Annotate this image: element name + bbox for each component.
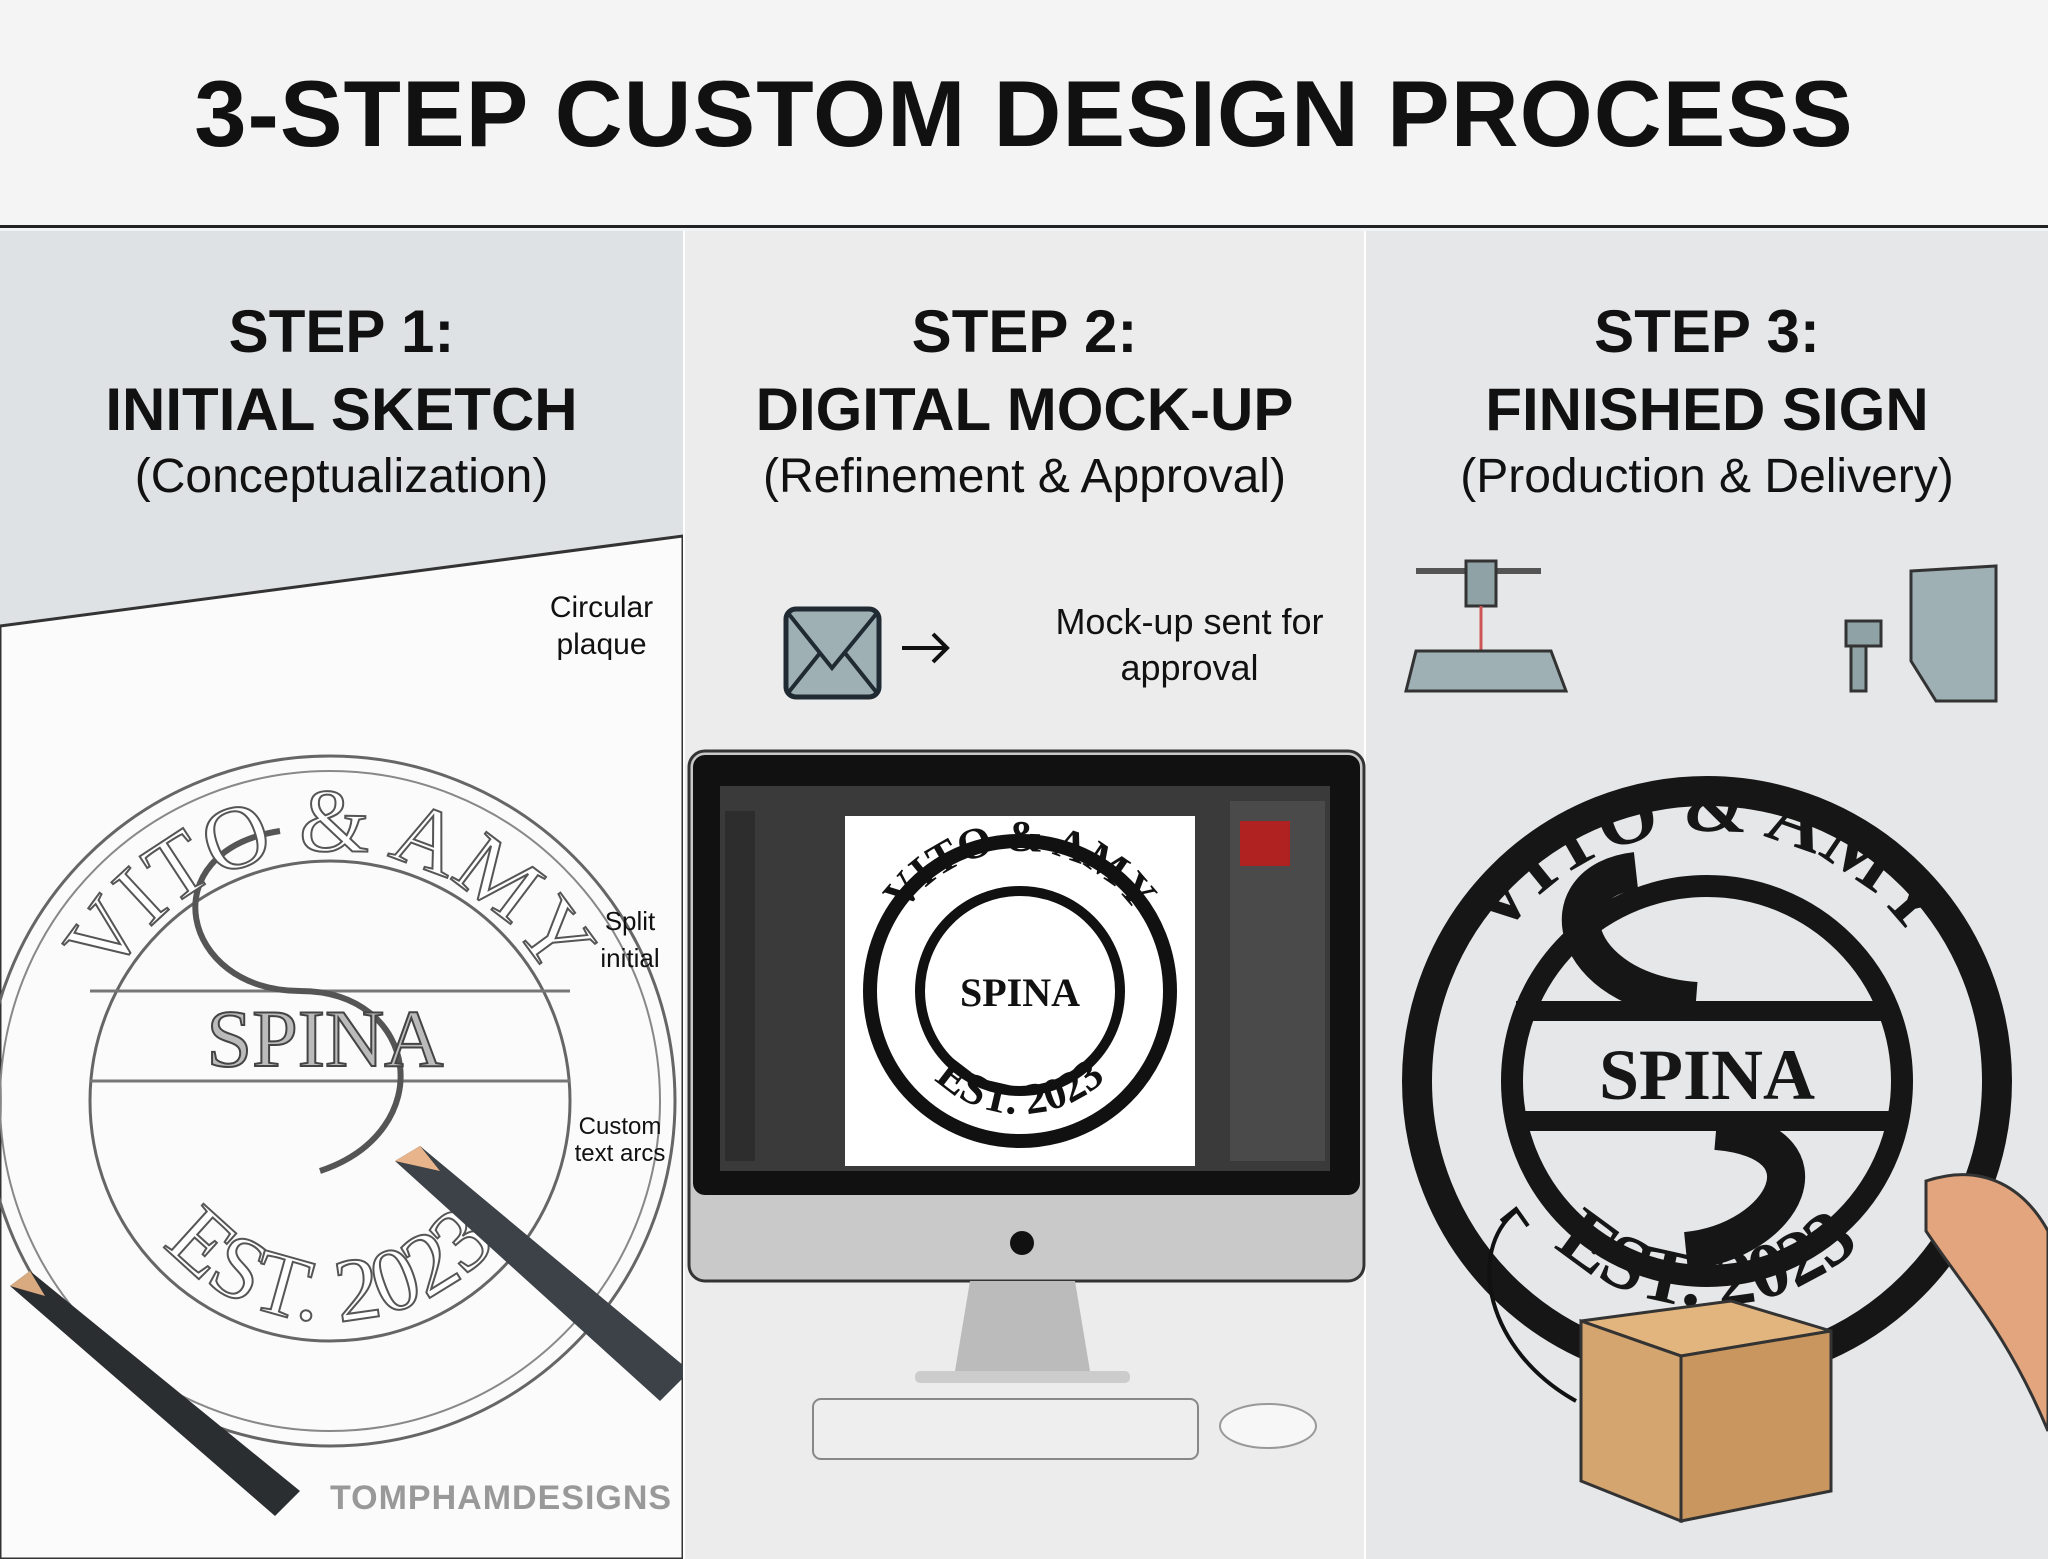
sign-top-text: VITO & AMY <box>1447 760 1967 949</box>
step-2-panel: STEP 2: DIGITAL MOCK-UP (Refinement & App… <box>683 231 1366 1559</box>
shipping-box-icon <box>1579 1299 1833 1524</box>
sign-center-text: SPINA <box>1599 1035 1815 1115</box>
step-1-panel: STEP 1: INITIAL SKETCH (Conceptualization… <box>0 231 683 1559</box>
finished-sign-illustration: VITO & AMY SPINA EST. 2023 <box>1402 559 2048 1524</box>
pencil-icon <box>10 1271 300 1516</box>
inner-ring <box>88 859 572 1343</box>
step-label: STEP 3: <box>1594 298 1820 365</box>
monitor-illustration: VITO & AMY SPINA EST. 2023 <box>687 606 1366 1460</box>
step-3-heading: STEP 3: FINISHED SIGN <box>1366 293 2048 449</box>
step-name: FINISHED SIGN <box>1485 376 1929 443</box>
sketch-center-text: SPINA <box>207 993 444 1084</box>
monitor-stand <box>955 1281 1090 1371</box>
laser-cutter-icon <box>1404 559 1569 693</box>
toolbar <box>725 811 755 1161</box>
step-1-heading: STEP 1: INITIAL SKETCH <box>0 293 683 449</box>
header: 3-STEP CUSTOM DESIGN PROCESS <box>0 0 2048 228</box>
apple-logo-icon <box>1010 1231 1034 1255</box>
arrow-right-icon <box>902 632 950 664</box>
step-name: DIGITAL MOCK-UP <box>755 376 1294 443</box>
spray-gun-icon <box>1844 564 1998 703</box>
step-2-heading: STEP 2: DIGITAL MOCK-UP <box>685 293 1364 449</box>
mouse <box>1219 1403 1317 1449</box>
step-2-subtitle: (Refinement & Approval) <box>763 450 1286 503</box>
step-3-panel: STEP 3: FINISHED SIGN (Production & Deliv… <box>1366 231 2048 1559</box>
hand <box>1924 1173 2048 1432</box>
step-label: STEP 2: <box>911 298 1138 365</box>
approval-note: Mock-up sent for approval <box>1055 601 1324 688</box>
keyboard <box>812 1398 1199 1460</box>
step-1-subtitle: (Conceptualization) <box>134 450 549 503</box>
outer-ring <box>0 754 677 1448</box>
arrow-curved-icon <box>1487 1206 1577 1403</box>
sketch-paper <box>0 534 683 1559</box>
sketch-illustration: VITO & AMY SPINA EST. 2023 <box>0 534 683 1559</box>
envelope-icon <box>783 606 882 700</box>
watermark-logo: TOMPHAMDESIGNS <box>330 1479 673 1517</box>
step-name: INITIAL SKETCH <box>105 376 578 443</box>
split-initial-sketch <box>192 828 404 1174</box>
page-title: 3-STEP CUSTOM DESIGN PROCESS <box>194 61 1854 166</box>
mockup-center-text: SPINA <box>960 970 1080 1015</box>
annotation-split-initial: Split initial <box>600 906 660 973</box>
canvas <box>845 816 1195 1166</box>
annotation-circular-plaque: Circular plaque <box>549 591 654 661</box>
annotation-custom-text-arcs: Custom text arcs <box>574 1113 666 1167</box>
step-3-subtitle: (Production & Delivery) <box>1460 450 1954 503</box>
pencil-icon <box>395 1146 683 1401</box>
step-label: STEP 1: <box>228 298 455 365</box>
